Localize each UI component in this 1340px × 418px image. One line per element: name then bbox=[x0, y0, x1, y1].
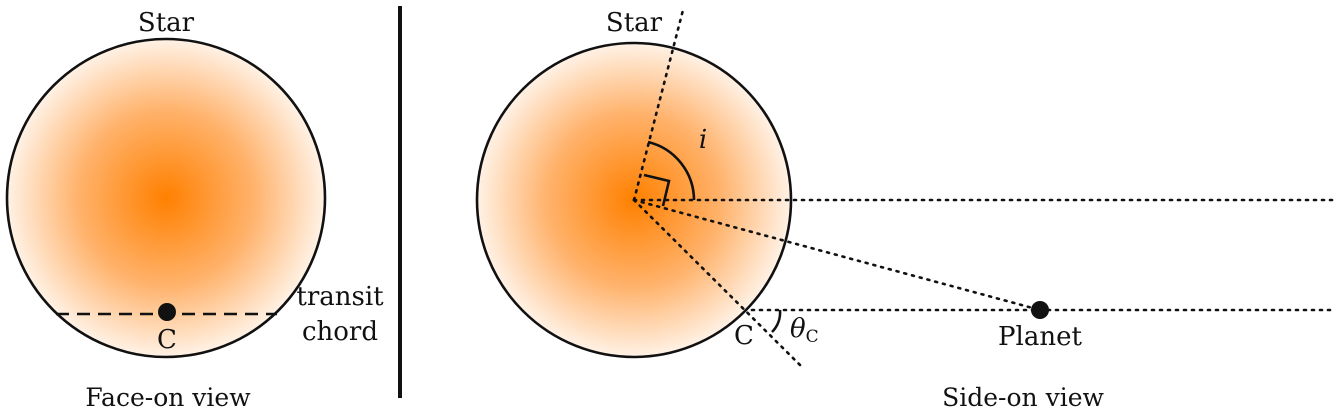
face-on-panel: Star C transit chord Face-on view bbox=[5, 8, 384, 412]
side-on-panel: Star i C θC Planet Side-on view bbox=[475, 8, 1337, 412]
right-angle-marker bbox=[643, 173, 671, 207]
transit-chord-label-line2: chord bbox=[302, 317, 378, 347]
radial-line-through-c bbox=[632, 198, 802, 367]
theta-subscript: C bbox=[806, 327, 819, 347]
face-on-star-disk bbox=[7, 39, 325, 357]
inclination-arc bbox=[647, 140, 696, 201]
side-on-point-c-label: C bbox=[734, 321, 754, 351]
inclined-axis-line bbox=[632, 8, 685, 202]
theta-symbol: θ bbox=[790, 314, 806, 344]
star-to-planet-line bbox=[632, 198, 1042, 312]
side-on-star-label: Star bbox=[606, 8, 663, 38]
face-on-point-c-marker bbox=[158, 303, 176, 321]
planet-marker bbox=[1031, 301, 1049, 319]
theta-c-arc bbox=[771, 309, 782, 333]
face-on-caption: Face-on view bbox=[85, 383, 251, 412]
side-on-caption: Side-on view bbox=[942, 383, 1104, 412]
theta-c-label: θC bbox=[790, 314, 819, 347]
transit-chord-label-line1: transit bbox=[296, 282, 384, 312]
inclination-symbol: i bbox=[699, 125, 707, 155]
face-on-star-label: Star bbox=[138, 8, 195, 38]
face-on-point-c-label: C bbox=[157, 325, 177, 355]
face-on-star-outline bbox=[5, 37, 327, 359]
side-on-star-outline bbox=[475, 41, 793, 359]
planet-label: Planet bbox=[998, 322, 1082, 352]
